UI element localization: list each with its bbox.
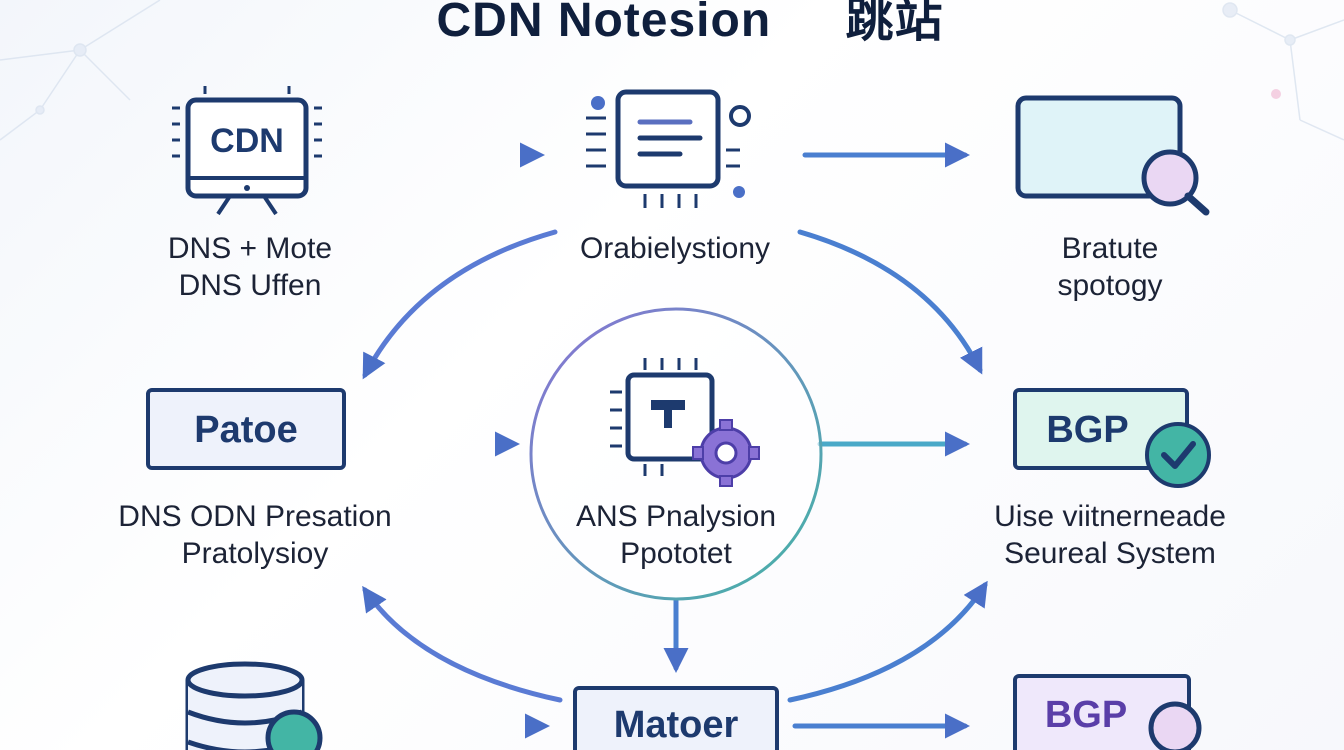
cdn-label-line2: DNS Uffen — [178, 269, 322, 302]
bgp-node-label: Uise viitnerneade Seureal System — [950, 498, 1270, 572]
title-main: CDN Notesion — [436, 0, 772, 47]
center-node-label: ANS Pnalysion Ppototet — [540, 498, 812, 572]
arrow-chip-to-patoe-curve — [362, 229, 558, 380]
title-suffix: 跳站 — [845, 0, 944, 47]
screen-node-label: Bratute spotogy — [990, 230, 1230, 304]
background-network-decoration — [0, 0, 1344, 141]
patoe-node-label: DNS ODN Presation Pratolysioy — [80, 498, 430, 572]
center-chip-gear-icon — [610, 358, 760, 487]
cdn-monitor-icon — [172, 86, 322, 216]
patoe-label-line2: Pratolysioy — [181, 537, 329, 570]
bgp-check-badge: BGP — [1046, 409, 1129, 451]
bgp-label-line2: Seureal System — [1004, 537, 1216, 570]
patoe-badge: Patoe — [194, 409, 298, 451]
cdn-label-line1: DNS + Mote — [167, 232, 333, 265]
bgp-label-line1: Uise viitnerneade — [994, 500, 1226, 533]
matoer-box-frame — [573, 686, 779, 750]
screen-label-line2: spotogy — [1057, 269, 1163, 302]
center-label-line1: ANS Pnalysion — [575, 500, 777, 533]
screen-label-line1: Bratute — [1061, 232, 1159, 265]
patoe-label-line1: DNS ODN Presation — [118, 500, 392, 533]
center-label-line2: Ppototet — [620, 537, 732, 570]
arrow-matoer-to-bgp-curve — [787, 580, 988, 703]
chip-document-icon — [586, 89, 751, 208]
page-title: CDN Notesion 跳站 — [360, 0, 1020, 50]
arrow-chip-to-bgp-curve — [797, 229, 983, 375]
bgp-check-icon — [1013, 388, 1211, 488]
bgp-search-badge: BGP — [1044, 694, 1128, 736]
cdn-node-label: DNS + Mote DNS Uffen — [110, 230, 390, 304]
arrow-matoer-to-patoe-curve — [362, 585, 563, 703]
cdn-badge: CDN — [210, 122, 284, 160]
bgp-search-icon — [1013, 674, 1202, 750]
chip-label-line1: Orabielystiony — [579, 232, 771, 265]
chip-node-label: Orabielystiony — [520, 230, 830, 267]
matoer-badge: Matoer — [613, 704, 739, 746]
flow-arrows — [362, 142, 988, 739]
database-icon — [185, 661, 323, 750]
screen-search-icon — [1015, 95, 1210, 216]
patoe-box-frame — [146, 388, 346, 470]
